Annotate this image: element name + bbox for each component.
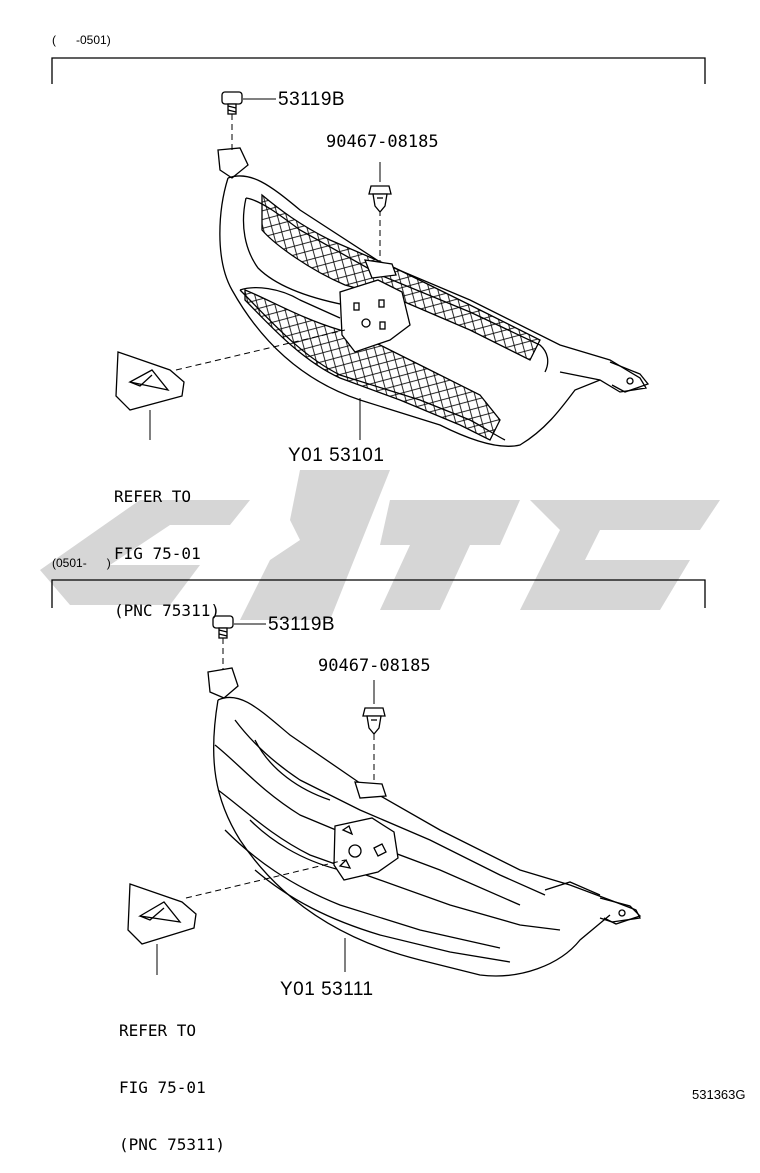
reference-line: FIG 75-01 (119, 1078, 206, 1097)
leader-lines-top (149, 98, 381, 440)
grille-top (217, 147, 650, 447)
figure-id: 531363G (692, 1087, 746, 1102)
grille-bottom (207, 667, 642, 977)
watermark-logo (40, 470, 720, 620)
reference-line: (PNC 75311) (119, 1135, 225, 1154)
bracket-bottom (127, 883, 197, 945)
part-number-grille-top: Y01 53101 (288, 445, 385, 466)
part-number-bolt-top: 53119B (278, 89, 346, 110)
reference-line: REFER TO (114, 487, 192, 506)
section-range-top: ( -0501) (52, 33, 111, 47)
reference-line: REFER TO (119, 1021, 197, 1040)
bolt-top (221, 91, 243, 115)
reference-line: FIG 75-01 (114, 544, 201, 563)
bracket-top (115, 351, 185, 411)
reference-note-top: REFER TO FIG 75-01 (PNC 75311) (114, 449, 220, 639)
leader-lines-bottom (156, 623, 375, 975)
section-range-bottom: (0501- ) (52, 556, 111, 570)
part-number-grille-bottom: Y01 53111 (280, 979, 374, 1000)
section-frame-top (51, 57, 706, 84)
clip-top (368, 185, 392, 214)
parts-diagram (40, 57, 720, 977)
reference-note-bottom: REFER TO FIG 75-01 (PNC 75311) (119, 983, 225, 1173)
part-number-clip-top: 90467-08185 (326, 132, 439, 152)
clip-bottom (362, 707, 386, 736)
section-frame-bottom (51, 579, 706, 608)
part-number-bolt-bottom: 53119B (268, 614, 336, 635)
reference-line: (PNC 75311) (114, 601, 220, 620)
part-number-clip-bottom: 90467-08185 (318, 656, 431, 676)
bolt-bottom (212, 615, 234, 639)
